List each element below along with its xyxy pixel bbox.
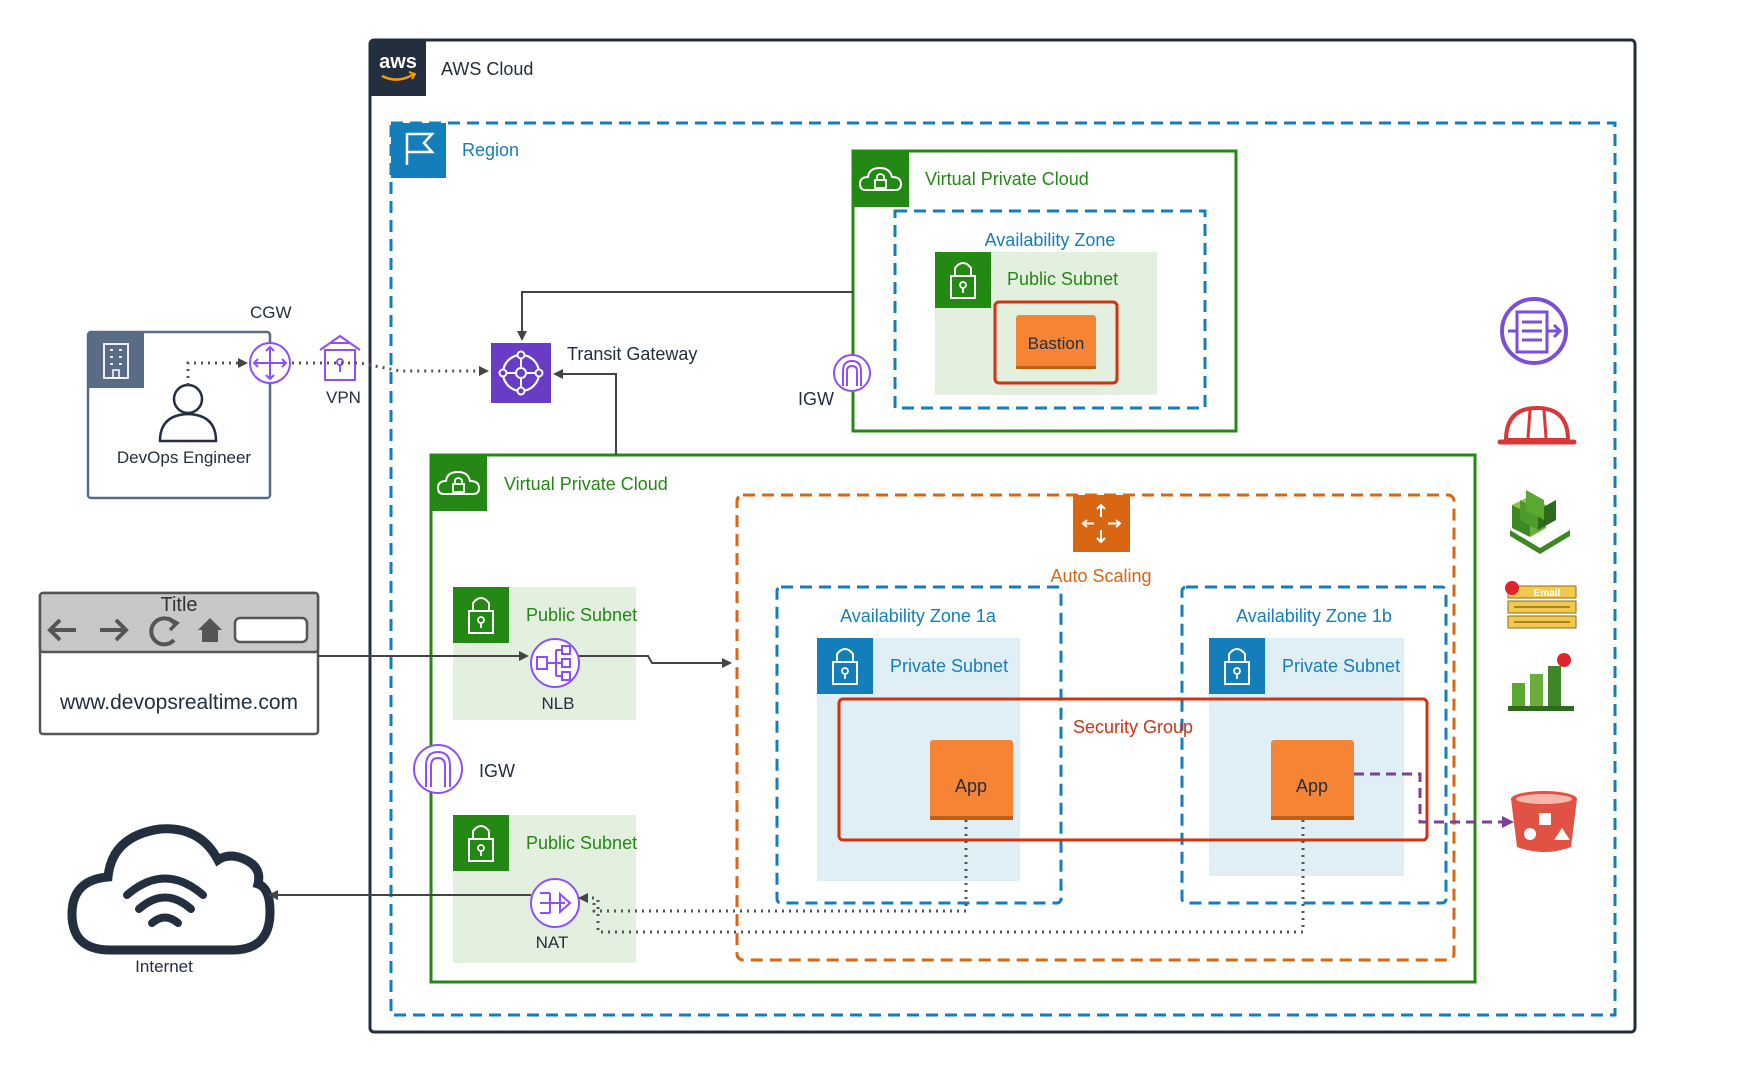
conn-vpc-top-tgw xyxy=(517,291,853,341)
region-label: Region xyxy=(462,140,519,160)
vpc-main-group: Virtual Private Cloud xyxy=(429,453,1477,984)
aws-cloud-group: aws AWS Cloud xyxy=(368,38,1637,1034)
region-group: Region xyxy=(389,121,1617,1017)
app-b-group[interactable]: App xyxy=(1271,740,1354,820)
ses-icon[interactable]: Email xyxy=(1505,581,1577,629)
vpc-cloud-lock-icon xyxy=(431,455,487,511)
connectors xyxy=(186,291,1514,934)
igw-main-group: IGW xyxy=(413,744,515,794)
igw-icon[interactable] xyxy=(413,744,463,794)
vpn-icon[interactable] xyxy=(319,334,361,381)
public-subnet-nlb-group: Public Subnet NLB xyxy=(453,587,637,720)
vpc-cloud-lock-icon xyxy=(853,151,909,207)
cgw-group: CGW xyxy=(249,303,292,384)
service-icons: Email xyxy=(1497,297,1577,852)
subnet-lock-icon xyxy=(935,252,991,308)
igw-icon[interactable] xyxy=(833,354,871,392)
igw-top-group: IGW xyxy=(798,354,871,409)
browser-title-label: Title xyxy=(160,594,197,616)
corporate-dc-group: DevOps Engineer xyxy=(86,330,272,500)
conn-app-a-nat xyxy=(578,820,968,913)
transit-gateway-icon[interactable] xyxy=(491,343,551,403)
building-icon xyxy=(88,332,144,388)
igw-top-label: IGW xyxy=(798,389,834,409)
app-a-label: App xyxy=(955,776,987,796)
az-1a-label: Availability Zone 1a xyxy=(840,606,997,626)
security-group: Security Group xyxy=(837,697,1429,842)
browser-forward-icon[interactable] xyxy=(100,618,129,642)
nat-label: NAT xyxy=(536,933,569,952)
public-subnet-nat-group: Public Subnet NAT xyxy=(453,815,637,963)
helmet-icon[interactable] xyxy=(1497,405,1577,445)
vpc-top-group: Virtual Private Cloud Availability Zone … xyxy=(851,149,1238,433)
transit-gateway-label: Transit Gateway xyxy=(567,344,697,364)
nlb-label: NLB xyxy=(541,694,574,713)
nlb-icon[interactable] xyxy=(530,638,580,688)
auto-scaling-group: Auto Scaling xyxy=(735,493,1456,962)
az-1b-group: Availability Zone 1b Private Subnet xyxy=(1180,585,1448,905)
conn-nlb-asg xyxy=(579,655,732,668)
bastion-instance[interactable] xyxy=(1016,315,1096,369)
s3-bucket-icon[interactable] xyxy=(1511,791,1577,852)
subnet-lock-icon xyxy=(453,815,509,871)
public-subnet-nat-label: Public Subnet xyxy=(526,833,637,853)
subnet-lock-icon xyxy=(453,587,509,643)
internet-group: Internet xyxy=(67,824,275,976)
transit-gateway-group: Transit Gateway xyxy=(491,343,697,403)
app-a-group[interactable]: App xyxy=(930,740,1013,820)
internet-label: Internet xyxy=(135,957,193,976)
internet-cloud-icon xyxy=(67,824,275,955)
conn-app-b-s3 xyxy=(1354,772,1514,828)
browser-url-label: www.devopsrealtime.com xyxy=(59,691,298,714)
vpn-label: VPN xyxy=(326,388,361,407)
private-subnet-b-label: Private Subnet xyxy=(1282,656,1400,676)
gateway-endpoint-icon[interactable] xyxy=(1500,297,1568,365)
public-subnet-top-label: Public Subnet xyxy=(1007,269,1118,289)
user-icon xyxy=(158,383,218,443)
cloudwatch-icon[interactable] xyxy=(1508,653,1574,711)
conn-app-b-nat xyxy=(596,820,1305,934)
aws-cloud-label: AWS Cloud xyxy=(441,59,533,79)
ses-email-label: Email xyxy=(1534,588,1561,599)
public-subnet-nlb-label: Public Subnet xyxy=(526,605,637,625)
devops-engineer-label: DevOps Engineer xyxy=(117,448,252,467)
svg-text:aws: aws xyxy=(379,51,417,73)
az-top-label: Availability Zone xyxy=(985,230,1116,250)
bastion-security-box xyxy=(993,300,1119,385)
auto-scaling-icon[interactable] xyxy=(1073,495,1130,552)
cgw-icon[interactable] xyxy=(249,342,291,384)
browser-home-icon[interactable] xyxy=(198,618,222,642)
security-group-label: Security Group xyxy=(1073,717,1193,737)
subnet-lock-icon xyxy=(1209,638,1265,694)
browser-address-bar[interactable] xyxy=(233,616,309,644)
region-flag-icon xyxy=(391,123,446,178)
subnet-lock-icon xyxy=(817,638,873,694)
bastion-label: Bastion xyxy=(1028,334,1085,353)
aws-logo-icon: aws xyxy=(370,40,426,96)
az-1b-label: Availability Zone 1b xyxy=(1236,606,1392,626)
auto-scaling-label: Auto Scaling xyxy=(1050,566,1151,586)
az-top-box xyxy=(893,209,1207,410)
vpc-top-label: Virtual Private Cloud xyxy=(925,169,1089,189)
igw-main-label: IGW xyxy=(479,761,515,781)
az-1a-group: Availability Zone 1a Private Subnet xyxy=(775,585,1063,905)
cloudformation-icon[interactable] xyxy=(1510,490,1570,554)
nat-icon[interactable] xyxy=(530,878,580,928)
cgw-label: CGW xyxy=(250,303,292,322)
vpn-group: VPN xyxy=(319,334,361,407)
vpc-main-label: Virtual Private Cloud xyxy=(504,474,668,494)
browser-back-icon[interactable] xyxy=(47,618,76,642)
private-subnet-a-label: Private Subnet xyxy=(890,656,1008,676)
conn-devops-cgw xyxy=(186,358,248,385)
conn-vpc-main-tgw xyxy=(553,369,617,455)
browser-reload-icon[interactable] xyxy=(149,616,180,647)
browser-window[interactable]: Title www.devopsrealtime.com xyxy=(38,591,320,736)
app-b-label: App xyxy=(1296,776,1328,796)
